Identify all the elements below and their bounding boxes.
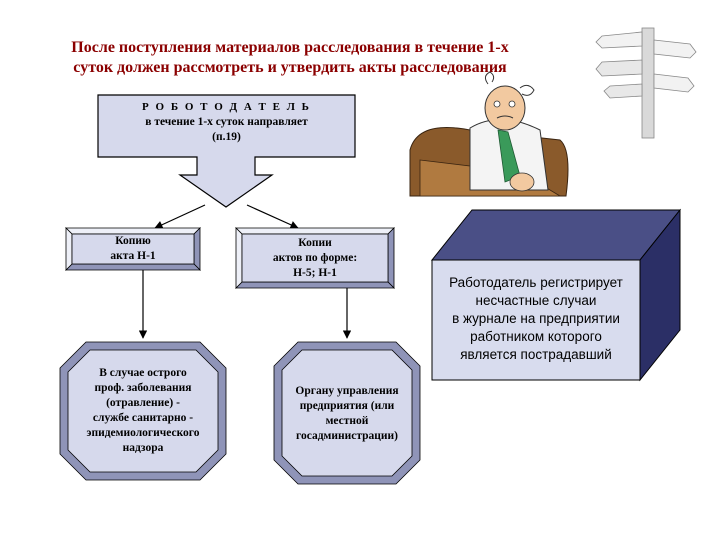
employer-box [97,94,356,208]
copy-left-line-1: Копию [115,235,151,247]
title-line-1: После поступления материалов расследован… [71,39,509,56]
copy-middle-line-3: Н-5; Н-1 [293,267,337,279]
copy-middle-line-2: актов по форме: [272,252,358,264]
cube-text: Работодатель регистрирует несчастные слу… [432,274,640,364]
employer-line-3: (п.19) [212,131,241,143]
copy-left-line-2: акта Н-1 [110,250,156,262]
connector-right [246,204,299,229]
bottom-middle-line-3: местной [325,415,369,427]
copy-middle-line-1: Копии [298,237,332,249]
cube-line-2: несчастные случаи [475,293,597,308]
bottom-middle-line-2: предприятия (или [299,400,395,412]
employer-line-2: в течение 1-х суток направляет [145,116,308,128]
bottom-left-line-1: В случае острого [99,367,187,379]
bottom-left-line-6: надзора [122,442,164,454]
bottom-left-line-2: проф. заболевания [94,382,192,394]
bottom-left-box [59,341,227,481]
slide-title: После поступления материалов расследован… [30,38,550,78]
cube-line-1: Работодатель регистрирует [449,275,623,290]
copy-box-middle [235,227,395,289]
signpost-icon [595,27,697,139]
bottom-left-text: В случае острого проф. заболевания (отра… [60,366,226,456]
bottom-middle-text: Органу управления предприятия (или местн… [274,384,420,444]
bottom-left-line-5: эпидемиологического [86,427,200,439]
cube-line-5: является пострадавший [460,347,612,362]
employer-heading: Р О Б О Т О Д А Т Е Л Ь [142,101,311,113]
bottom-middle-line-4: госадминистрации) [296,430,398,442]
bottom-left-line-4: службе санитарно - [92,412,194,424]
copy-left-text: Копию акта Н-1 [72,234,194,264]
copy-middle-text: Копии актов по форме: Н-5; Н-1 [242,236,388,281]
bottom-middle-box [273,341,421,485]
bottom-middle-line-1: Органу управления [295,385,399,397]
register-cube [430,208,682,382]
employer-box-text: Р О Б О Т О Д А Т Е Л Ь в течение 1-х су… [98,100,355,145]
cube-line-3: в журнале на предприятии [452,311,620,326]
bottom-left-line-3: (отравление) - [106,397,180,409]
cube-line-4: работником которого [470,329,602,344]
title-line-2: суток должен рассмотреть и утвердить акт… [73,59,507,76]
copy-box-left [65,227,201,271]
connector-left [154,204,206,229]
businessman-icon [409,71,569,197]
